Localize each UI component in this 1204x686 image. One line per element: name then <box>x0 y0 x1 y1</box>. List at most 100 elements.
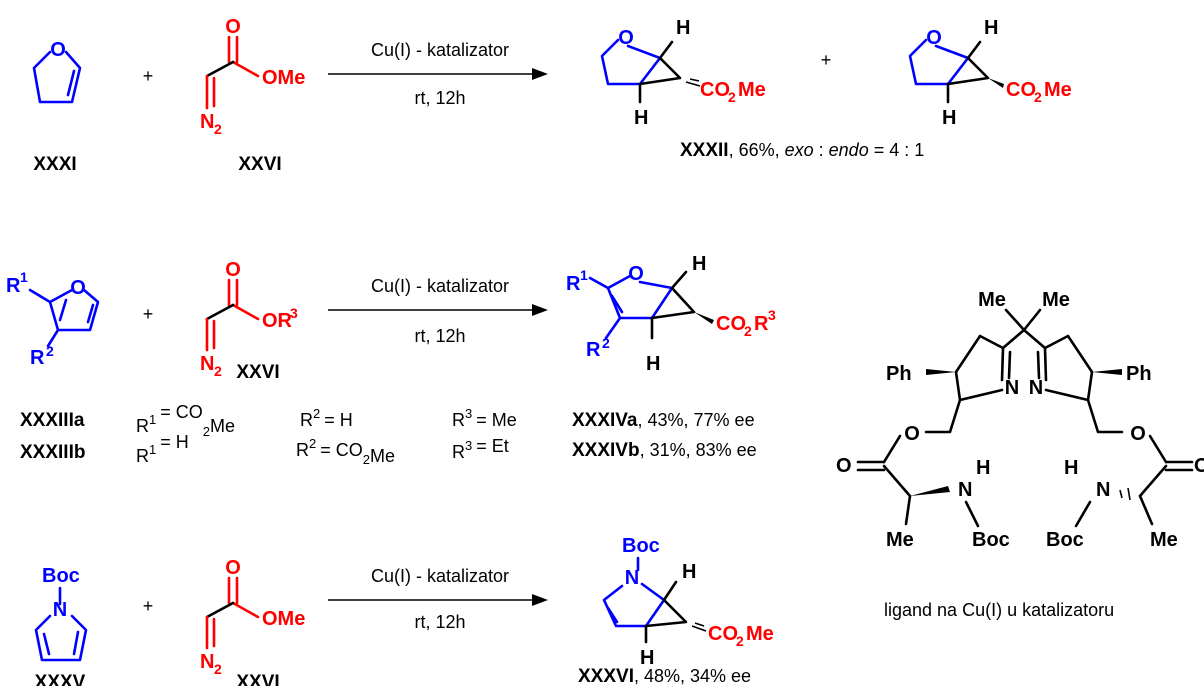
product-summary: XXXII, 66%, exo : endo = 4 : 1 <box>680 140 924 161</box>
subscript-2: 2 <box>214 363 222 379</box>
dihydrofuran-structure: O <box>32 39 82 104</box>
atom-h: H <box>976 457 990 479</box>
atom-h: H <box>634 107 648 129</box>
atom-co: CO <box>1006 79 1036 101</box>
row-b-r1: R1= H <box>136 432 189 466</box>
atom-o: O <box>1130 423 1146 445</box>
ligand-caption: ligand na Cu(I) u katalizatoru <box>884 600 1114 620</box>
atom-r: R <box>6 275 21 297</box>
atom-o: O <box>904 423 920 445</box>
subscript-2: 2 <box>214 661 222 677</box>
atom-n: N <box>1096 479 1110 501</box>
atom-o: O <box>50 39 66 61</box>
atom-o: O <box>836 455 852 477</box>
atom-h: H <box>676 17 690 39</box>
superscript-3: 3 <box>290 305 298 321</box>
atom-ph: Ph <box>1126 363 1152 385</box>
product-summary-a: XXXIVa, 43%, 77% ee <box>572 410 755 431</box>
atom-h: H <box>640 647 654 669</box>
atom-me: Me <box>886 529 914 551</box>
substituent-table: XXXIIIa XXXIIIb R1= CO2Me R1= H R2= H R2… <box>20 402 757 467</box>
atom-r: R <box>566 273 581 295</box>
row-a-r1: R1= CO2Me <box>136 402 235 439</box>
atom-r: R <box>754 313 769 335</box>
atom-h: H <box>646 353 660 375</box>
azabicyclic-product-structure: Boc N H H CO 2 Me <box>602 535 774 669</box>
subscript-2: 2 <box>214 121 222 137</box>
superscript-1: 1 <box>20 269 28 285</box>
conditions-label: rt, 12h <box>414 88 465 108</box>
atom-me: Me <box>1044 79 1072 101</box>
compound-label-xxvi: XXVI <box>236 362 279 383</box>
reagent-label: Cu(I) - katalizator <box>371 40 509 60</box>
atom-o: O <box>628 263 644 285</box>
row-b-r3: R3= Et <box>452 436 509 462</box>
superscript-2: 2 <box>46 343 54 359</box>
atom-ome: OMe <box>262 608 305 630</box>
product-summary: XXXVI, 48%, 34% ee <box>578 666 751 686</box>
atom-n: N <box>200 353 214 375</box>
conditions-label: rt, 12h <box>414 326 465 346</box>
atom-n: N <box>1005 377 1019 399</box>
substituted-furan-structure: O R 1 R 2 <box>6 269 100 369</box>
atom-or: OR <box>262 310 293 332</box>
reaction-2: O R 1 R 2 + O OR 3 N 2 XXVI Cu(I) - kata… <box>6 253 776 467</box>
atom-boc: Boc <box>622 535 660 557</box>
methyl-diazoacetate-structure: O OMe N 2 <box>200 16 305 137</box>
superscript-1: 1 <box>580 267 588 283</box>
reaction-1: O XXXI + O OMe N 2 XXVI Cu(I) - kataliza… <box>32 16 1072 175</box>
reaction-3: Boc N XXXV + O OMe N 2 XXVI Cu(I) - kata… <box>35 535 774 686</box>
compound-label-xxxiiia: XXXIIIa <box>20 410 85 431</box>
compound-label-xxxii: XXXII <box>680 140 729 161</box>
bicyclic-product-endo-structure: O H H CO 2 Me <box>908 17 1072 129</box>
atom-ome: OMe <box>262 67 305 89</box>
compound-label-xxxi: XXXI <box>33 154 76 175</box>
atom-o: O <box>618 27 634 49</box>
atom-o: O <box>70 277 86 299</box>
atom-h: H <box>942 107 956 129</box>
atom-n: N <box>53 599 67 621</box>
subscript-2: 2 <box>744 323 752 339</box>
atom-r: R <box>30 347 45 369</box>
atom-o: O <box>225 557 241 579</box>
subscript-2: 2 <box>736 633 744 649</box>
atom-h: H <box>682 561 696 583</box>
plus-sign: + <box>143 304 154 324</box>
subscript-2: 2 <box>728 89 736 105</box>
superscript-3: 3 <box>768 307 776 323</box>
atom-co: CO <box>700 79 730 101</box>
arrow-head <box>532 594 548 606</box>
atom-ph: Ph <box>886 363 912 385</box>
superscript-2: 2 <box>602 335 610 351</box>
compound-label-xxxiiib: XXXIIIb <box>20 442 85 463</box>
atom-o: O <box>926 27 942 49</box>
plus-sign: + <box>821 50 832 70</box>
arrow-head <box>532 68 548 80</box>
ligand-structure: Me Me N Ph O O N H Me Boc N Ph O O N H <box>836 289 1204 551</box>
atom-h: H <box>1064 457 1078 479</box>
atom-co: CO <box>716 313 746 335</box>
atom-n: N <box>625 567 639 589</box>
atom-n: N <box>958 479 972 501</box>
plus-sign: + <box>143 66 154 86</box>
row-a-r2: R2= H <box>300 406 353 430</box>
subscript-2: 2 <box>1034 89 1042 105</box>
atom-h: H <box>692 253 706 275</box>
reagent-label: Cu(I) - katalizator <box>371 276 509 296</box>
plus-sign: + <box>143 596 154 616</box>
reagent-label: Cu(I) - katalizator <box>371 566 509 586</box>
bicyclic-product-exo-structure: O H H CO 2 Me <box>600 17 766 129</box>
row-a-r3: R3= Me <box>452 406 517 430</box>
atom-n: N <box>200 651 214 673</box>
row-b-r2: R2= CO2Me <box>296 436 395 467</box>
cyclopropanated-furan-structure: O H H R 1 R 2 CO 2 R 3 <box>566 253 776 375</box>
atom-o: O <box>225 16 241 38</box>
atom-me: Me <box>746 623 774 645</box>
atom-co: CO <box>708 623 738 645</box>
atom-me: Me <box>1150 529 1178 551</box>
atom-n: N <box>200 111 214 133</box>
atom-h: H <box>984 17 998 39</box>
compound-label-xxvi: XXVI <box>238 154 281 175</box>
arrow-head <box>532 304 548 316</box>
